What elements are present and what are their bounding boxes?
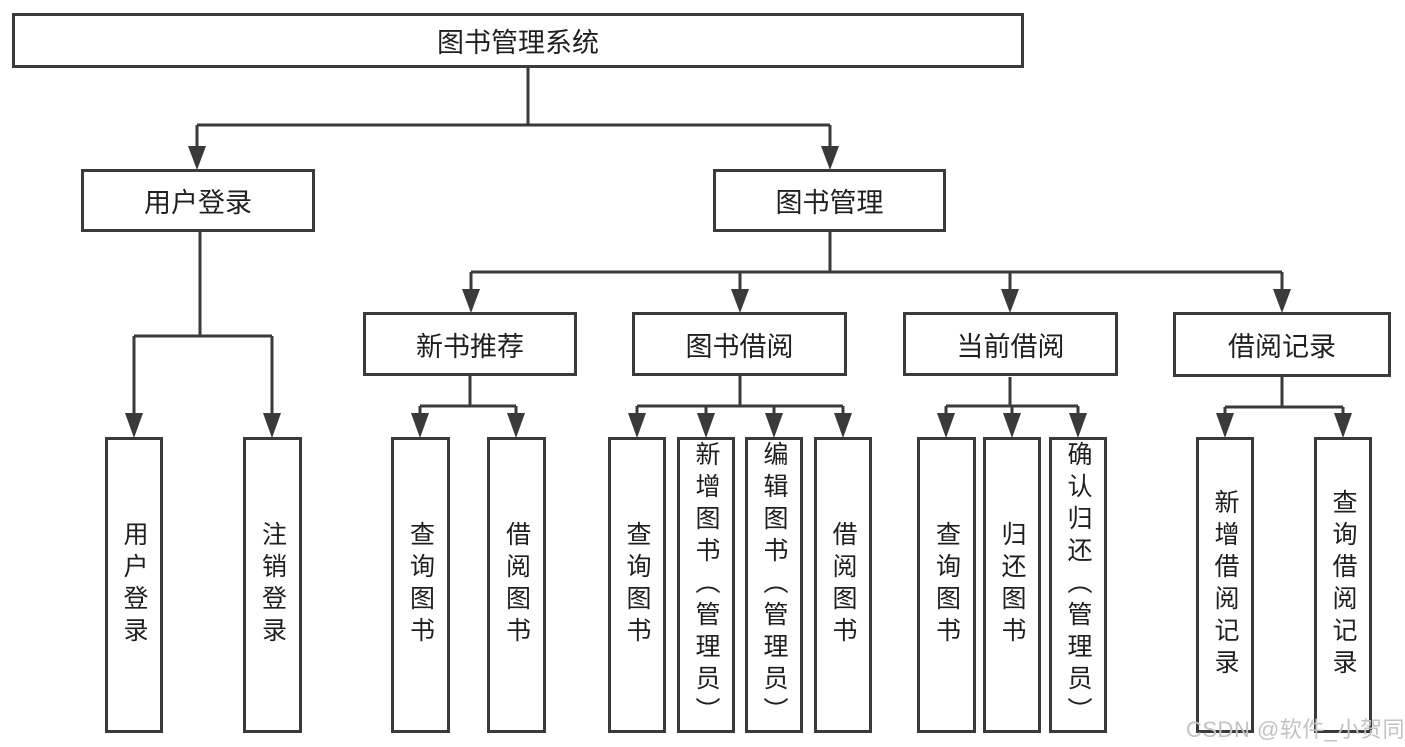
arrow-down-icon bbox=[1001, 289, 1019, 313]
leaf-label: 查询图书 bbox=[623, 521, 651, 649]
arrow-down-icon bbox=[765, 413, 783, 438]
connector-bookborrow-to-leaves bbox=[628, 376, 852, 438]
leaf-user-login: 用户登录 bbox=[105, 437, 163, 733]
arrow-down-icon bbox=[834, 413, 852, 438]
arrow-down-icon bbox=[411, 413, 429, 438]
leaf-label: 用户登录 bbox=[120, 521, 148, 649]
leaf-return-books: 归还图书 bbox=[983, 437, 1041, 733]
leaf-logout-login: 注销登录 bbox=[243, 437, 302, 733]
leaf-confirm-return-admin: 确认归还（管理员） bbox=[1049, 437, 1107, 733]
node-borrow-records-label: 借阅记录 bbox=[1228, 332, 1336, 362]
leaf-query-books-3: 查询图书 bbox=[917, 437, 976, 733]
leaf-borrow-books-2: 借阅图书 bbox=[814, 437, 872, 733]
leaf-label: 注销登录 bbox=[258, 521, 287, 649]
arrow-down-icon bbox=[1273, 289, 1291, 313]
node-book-borrow: 图书借阅 bbox=[632, 312, 847, 376]
arrow-down-icon bbox=[188, 146, 206, 170]
leaf-borrow-books: 借阅图书 bbox=[487, 437, 546, 733]
arrow-down-icon bbox=[125, 413, 143, 438]
leaf-label: 编辑图书（管理员） bbox=[760, 441, 788, 729]
node-book-management: 图书管理 bbox=[713, 169, 946, 232]
arrow-down-icon bbox=[731, 289, 749, 313]
node-current-borrow-label: 当前借阅 bbox=[956, 331, 1065, 362]
leaf-label: 借阅图书 bbox=[829, 521, 857, 649]
leaf-label: 查询借阅记录 bbox=[1329, 489, 1357, 681]
leaf-add-borrow-record: 新增借阅记录 bbox=[1196, 437, 1254, 733]
connector-newbooks-to-leaves bbox=[411, 376, 525, 438]
node-user-login: 用户登录 bbox=[81, 169, 315, 232]
node-current-borrow: 当前借阅 bbox=[903, 312, 1118, 376]
node-borrow-records: 借阅记录 bbox=[1173, 312, 1391, 377]
node-user-login-label: 用户登录 bbox=[144, 188, 252, 218]
node-new-book-recommend-label: 新书推荐 bbox=[416, 331, 524, 362]
leaf-edit-books-admin: 编辑图书（管理员） bbox=[745, 437, 803, 733]
leaf-label: 确认归还（管理员） bbox=[1064, 441, 1092, 729]
leaf-label: 归还图书 bbox=[998, 521, 1026, 649]
leaf-label: 查询图书 bbox=[406, 521, 435, 649]
arrow-down-icon bbox=[1003, 413, 1021, 438]
node-book-management-label: 图书管理 bbox=[775, 188, 884, 218]
arrow-down-icon bbox=[507, 413, 525, 438]
node-new-book-recommend: 新书推荐 bbox=[363, 312, 577, 376]
arrow-down-icon bbox=[628, 413, 646, 438]
leaf-add-books-admin: 新增图书（管理员） bbox=[677, 437, 735, 733]
arrow-down-icon bbox=[263, 413, 281, 438]
node-book-borrow-label: 图书借阅 bbox=[685, 331, 794, 362]
leaf-label: 新增图书（管理员） bbox=[692, 441, 720, 729]
leaf-label: 查询图书 bbox=[932, 521, 961, 649]
arrow-down-icon bbox=[1069, 413, 1087, 438]
node-root: 图书管理系统 bbox=[12, 13, 1024, 68]
connector-currentborrow-to-leaves bbox=[937, 377, 1087, 438]
leaf-label: 借阅图书 bbox=[502, 521, 531, 649]
watermark: CSDN @软件_小贺同学 bbox=[1186, 717, 1405, 742]
node-root-label: 图书管理系统 bbox=[437, 28, 599, 58]
connector-borrowrecords-to-leaves bbox=[1216, 377, 1352, 438]
arrow-down-icon bbox=[821, 146, 839, 170]
connector-userlogin-to-leaves bbox=[125, 232, 281, 438]
arrow-down-icon bbox=[697, 413, 715, 438]
arrow-down-icon bbox=[937, 413, 955, 438]
connector-bookmgmt-to-level3 bbox=[462, 232, 1291, 313]
leaf-query-books: 查询图书 bbox=[391, 437, 450, 733]
arrow-down-icon bbox=[1216, 413, 1234, 438]
arrow-down-icon bbox=[462, 289, 480, 313]
leaf-query-books-2: 查询图书 bbox=[608, 437, 666, 733]
leaf-query-borrow-record: 查询借阅记录 bbox=[1314, 437, 1372, 733]
connector-root-to-level2 bbox=[188, 68, 839, 170]
arrow-down-icon bbox=[1334, 413, 1352, 438]
leaf-label: 新增借阅记录 bbox=[1211, 489, 1239, 681]
